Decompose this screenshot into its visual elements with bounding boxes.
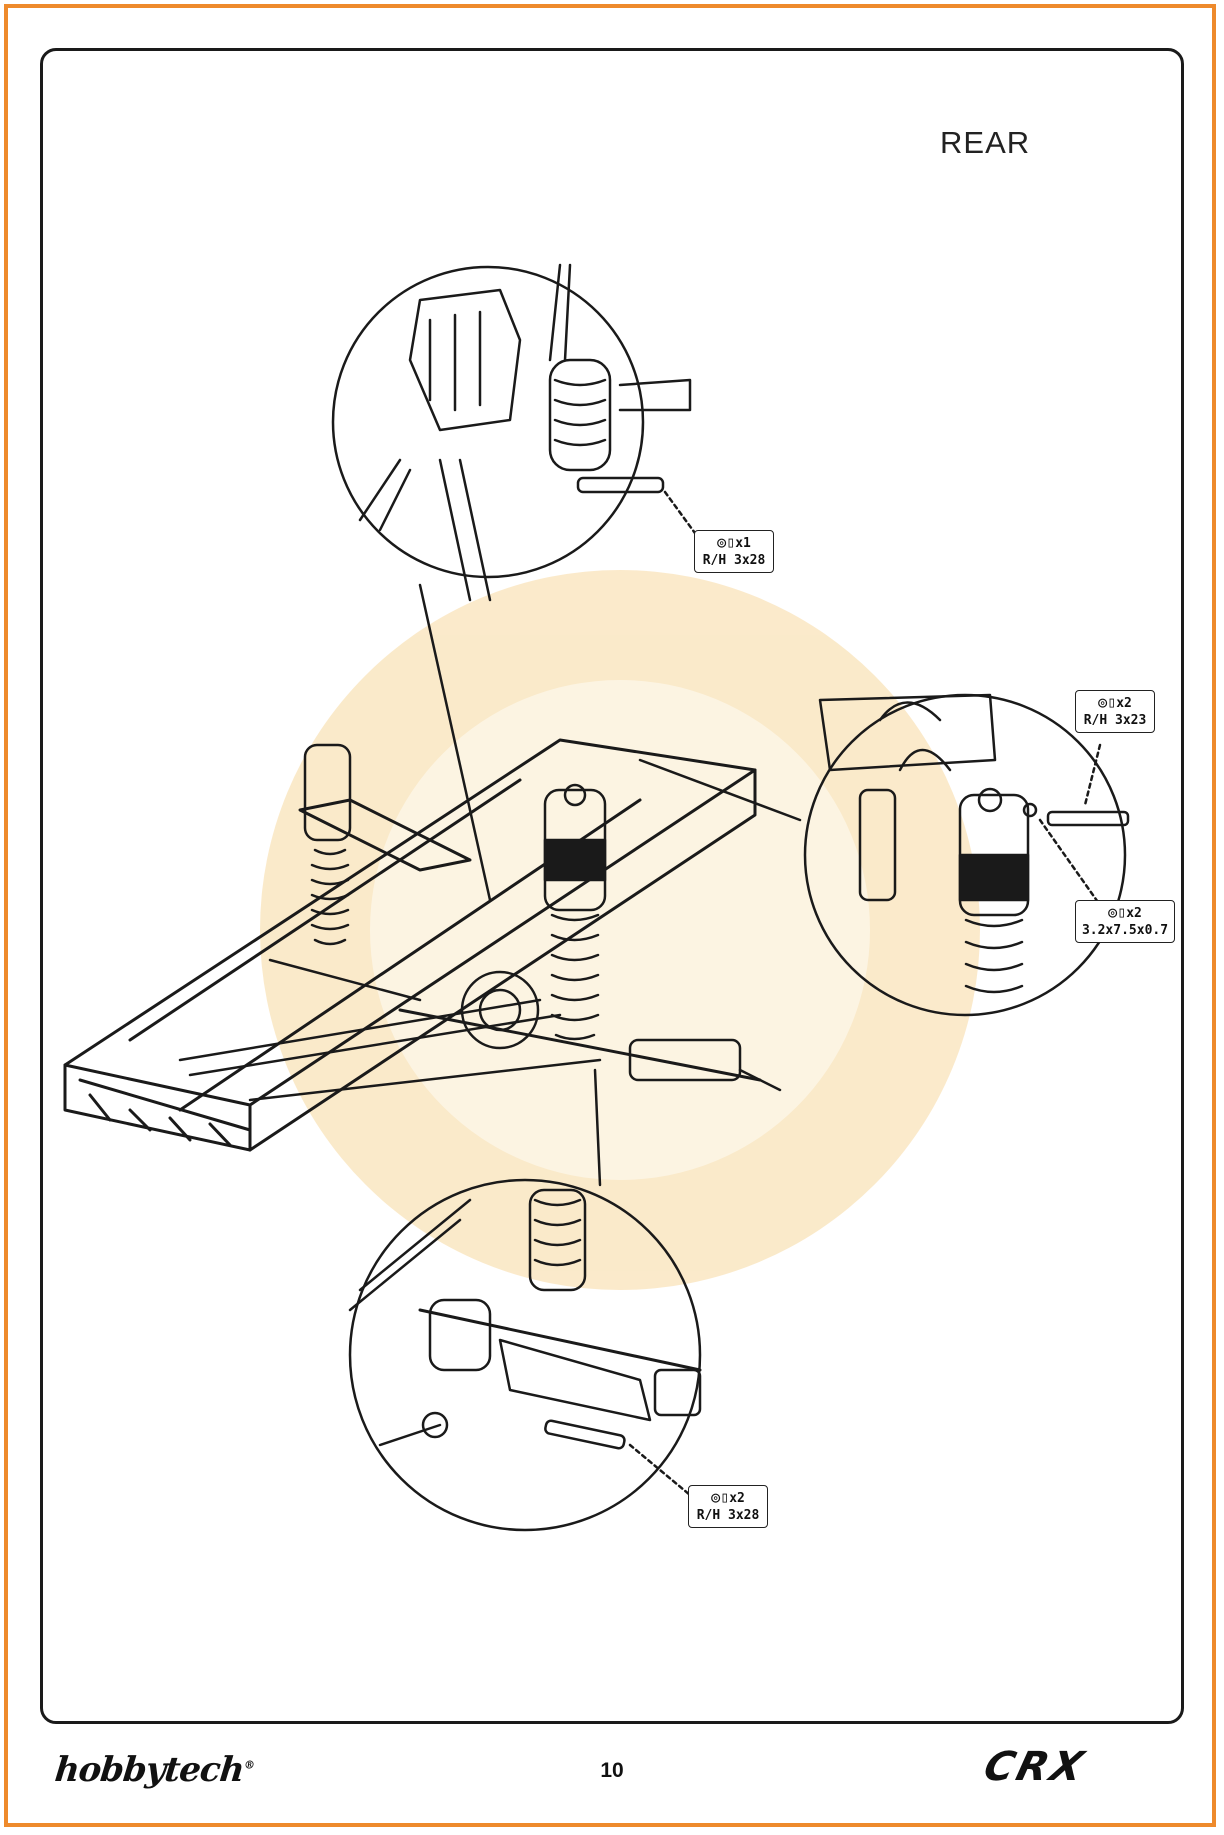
washer-icon: ◎ [1108, 903, 1118, 921]
washer-icon: ◎ [717, 533, 727, 551]
top-callout-detail [358, 263, 692, 602]
page-border [4, 4, 1216, 1827]
screw-icon: ▯ [726, 533, 736, 551]
hardware-tag-bottom: ◎▯x2 R/H 3x28 [688, 1485, 768, 1528]
screw-icon: ▯ [1107, 693, 1117, 711]
washer-icon: ◎ [711, 1488, 721, 1506]
watermark [260, 570, 980, 1290]
screw-icon: ▯ [1117, 903, 1127, 921]
rear-axle [398, 970, 782, 1092]
hardware-tag-top: ◎▯x1 R/H 3x28 [694, 530, 774, 573]
washer-icon: ◎ [1098, 693, 1108, 711]
bottom-callout-detail [348, 1188, 702, 1497]
content-frame [40, 48, 1184, 1724]
screw-icon: ▯ [720, 1488, 730, 1506]
callout-circle-bottom [348, 1178, 702, 1532]
right-callout-detail [818, 693, 1130, 994]
section-title: REAR [940, 125, 1031, 160]
shock-left [303, 743, 352, 946]
model-logo: CRX [979, 1744, 1091, 1790]
hardware-tag-right-lower: ◎▯x2 3.2x7.5x0.7 [1075, 900, 1175, 943]
hardware-tag-right-upper: ◎▯x2 R/H 3x23 [1075, 690, 1155, 733]
page-number: 10 [600, 1759, 624, 1782]
shock-right [543, 783, 607, 1041]
